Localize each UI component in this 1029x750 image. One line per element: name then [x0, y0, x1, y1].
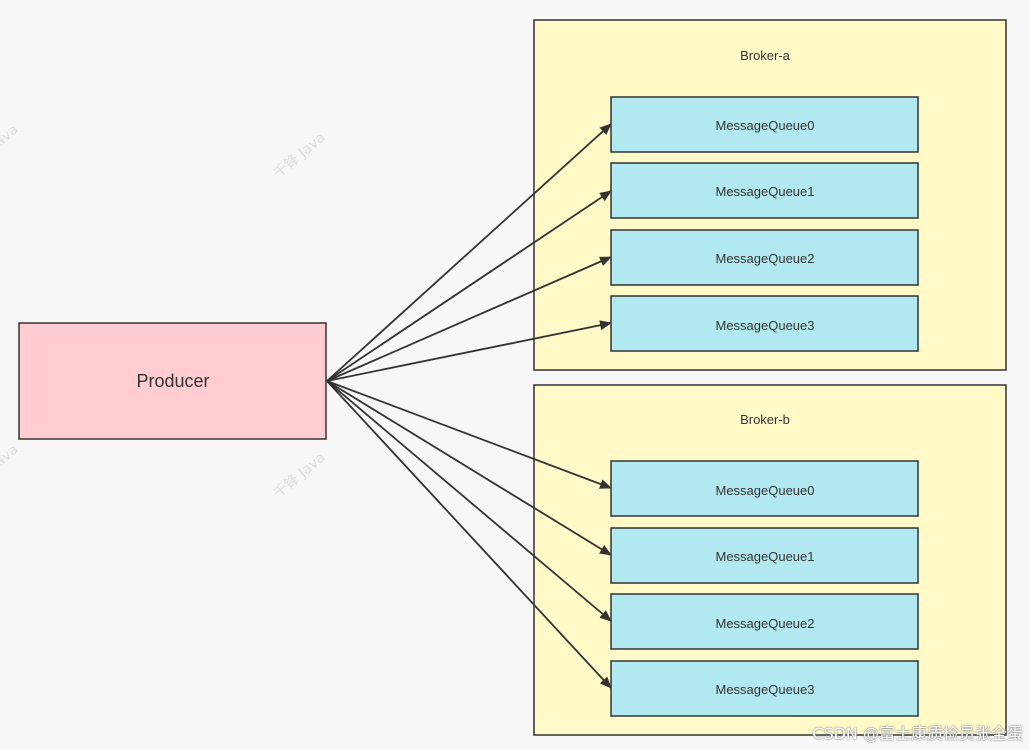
queue-label: MessageQueue1 [715, 549, 814, 564]
queue-label: MessageQueue0 [715, 483, 814, 498]
broker-a-title: Broker-a [740, 48, 791, 63]
arrow-to-broker-a-queue-1 [326, 190, 612, 382]
arrow-to-broker-b-queue-3 [326, 380, 612, 689]
queue-label: MessageQueue1 [715, 184, 814, 199]
queue-label: MessageQueue0 [715, 118, 814, 133]
broker-b-queue-3: MessageQueue3 [610, 660, 919, 717]
arrow-to-broker-a-queue-0 [326, 123, 612, 382]
broker-a-queue-3: MessageQueue3 [610, 295, 919, 352]
arrow-to-broker-a-queue-3 [326, 320, 612, 382]
broker-b-queue-2: MessageQueue2 [610, 593, 919, 650]
queue-label: MessageQueue3 [715, 682, 814, 697]
producer-node: Producer [18, 322, 327, 440]
queue-label: MessageQueue3 [715, 318, 814, 333]
broker-b-queue-0: MessageQueue0 [610, 460, 919, 517]
arrow-to-broker-b-queue-0 [326, 380, 612, 489]
queue-label: MessageQueue2 [715, 616, 814, 631]
producer-label: Producer [136, 371, 209, 391]
broker-b-queue-1: MessageQueue1 [610, 527, 919, 584]
arrow-to-broker-b-queue-1 [326, 380, 612, 556]
broker-a-queue-0: MessageQueue0 [610, 96, 919, 153]
queue-label: MessageQueue2 [715, 251, 814, 266]
csdn-footer: CSDN @富士康质检员张全蛋 [812, 724, 1023, 743]
arrow-to-broker-a-queue-2 [326, 256, 612, 382]
broker-a-queue-1: MessageQueue1 [610, 162, 919, 219]
broker-b-title: Broker-b [740, 412, 790, 427]
broker-a-queue-2: MessageQueue2 [610, 229, 919, 286]
arrows [326, 123, 612, 689]
arrow-to-broker-b-queue-2 [326, 380, 612, 622]
